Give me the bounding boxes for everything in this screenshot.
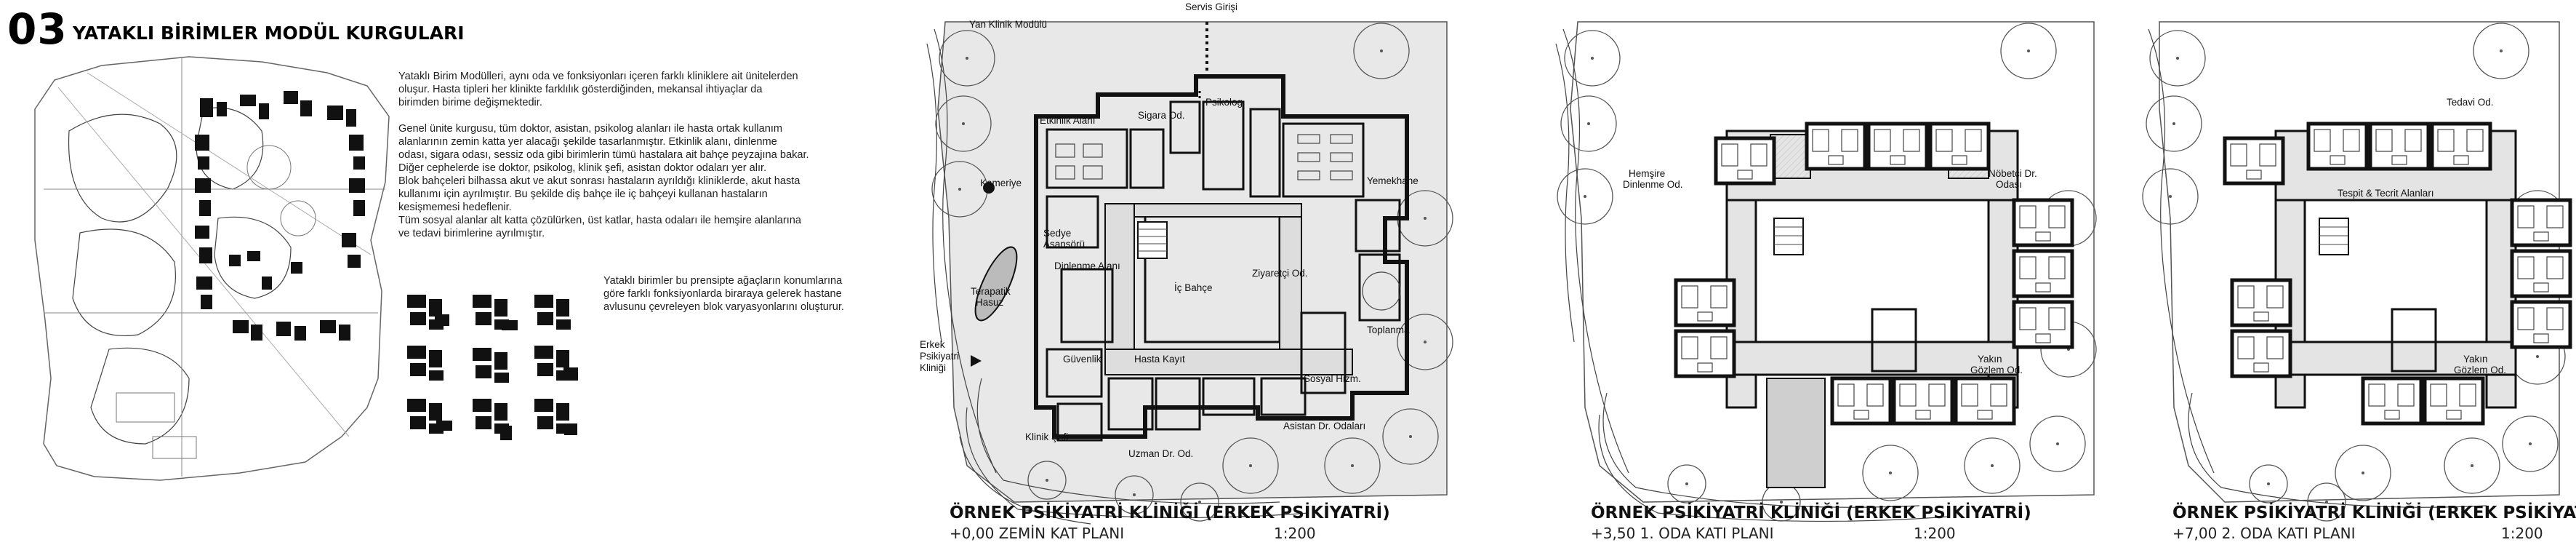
plan-ground-floor: Yan Klinik Modülü Servis Girişi Etkinlik… bbox=[920, 1, 1453, 542]
plan-second-floor: Tedavi Od. Tespit & Tecrit Alanları Yakı… bbox=[2142, 21, 2576, 542]
activity-room bbox=[1046, 128, 1128, 189]
label-dinlenme: Dinlenme Alanı bbox=[1054, 260, 1120, 271]
label-klinik-sefi: Klinik Şefi bbox=[1025, 431, 1068, 442]
label-uzman: Uzman Dr. Od. bbox=[1128, 448, 1193, 459]
label-sedye-2: Asansörü bbox=[1043, 239, 1085, 250]
label-hemsire-2: Dinlenme Od. bbox=[1623, 179, 1683, 190]
intro-text: Yataklı Birim Modülleri, aynı oda ve fon… bbox=[398, 71, 809, 239]
label-terapatik-1: Terapatik bbox=[971, 286, 1011, 297]
intro-line: kesişmemesi hedeflenir. bbox=[398, 202, 512, 213]
block-variations bbox=[407, 295, 578, 440]
label-kameriye: Kameriye bbox=[980, 178, 1022, 188]
label-yakin-2: Gözlem Od. bbox=[2454, 365, 2506, 375]
intro-line: odası, sigara odası, sessiz oda gibi bir… bbox=[398, 149, 809, 161]
plan2-title: ÖRNEK PSİKİYATRİ KLİNİĞİ (ERKEK PSİKİYAT… bbox=[1591, 502, 2031, 522]
plan2-level: +3,50 1. ODA KATI PLANI bbox=[1591, 525, 1773, 542]
intro-line: Tüm sosyal alanlar alt katta çözülürken,… bbox=[398, 215, 802, 226]
label-nobetci-2: Odası bbox=[1996, 179, 2022, 190]
plan1-scale: 1:200 bbox=[1274, 525, 1316, 542]
intro-line: oluşur. Hasta tipleri her klinikte farkl… bbox=[398, 84, 763, 95]
plan-first-floor: Hemşire Dinlenme Od. Nöbetçi Dr. Odası Y… bbox=[1555, 21, 2097, 542]
plan1-title: ÖRNEK PSİKİYATRİ KLİNİĞİ (ERKEK PSİKİYAT… bbox=[950, 502, 1390, 522]
site-plan bbox=[34, 56, 390, 481]
label-ic-bahce: İç Bahçe bbox=[1174, 282, 1213, 293]
label-sigara: Sigara Od. bbox=[1138, 110, 1185, 121]
label-toplanma: Toplanma bbox=[1367, 325, 1410, 335]
intro-line: Diğer cephelerde ise doktor, psikolog, k… bbox=[398, 162, 766, 174]
label-yakin-2: Gözlem Od. bbox=[1970, 365, 2023, 375]
label-hemsire-1: Hemşire bbox=[1629, 168, 1665, 179]
plan3-level: +7,00 2. ODA KATI PLANI bbox=[2172, 525, 2355, 542]
label-yan-klinik: Yan Klinik Modülü bbox=[969, 19, 1047, 30]
label-hasta-kayit: Hasta Kayıt bbox=[1134, 354, 1185, 365]
intro-line: Yataklı Birim Modülleri, aynı oda ve fon… bbox=[398, 71, 798, 82]
module-line: avlusunu çevreleyen blok varyasyonlarını… bbox=[603, 301, 844, 313]
label-sosyal: Sosyal Hizm. bbox=[1304, 373, 1361, 384]
label-yakin-1: Yakın bbox=[1978, 354, 2002, 365]
label-yemekhane: Yemekhane bbox=[1367, 175, 1419, 186]
label-etkinlik: Etkinlik Alanı bbox=[1040, 115, 1096, 126]
dining-tables bbox=[1297, 134, 1353, 180]
label-erkek-1: Erkek bbox=[920, 339, 945, 350]
stairs bbox=[1137, 221, 1168, 259]
label-terapatik-2: Hasuz bbox=[976, 297, 1004, 308]
section-number: 03 bbox=[7, 4, 68, 54]
module-line: Yataklı birimler bu prensipte ağaçların … bbox=[603, 275, 843, 287]
label-erkek-3: Kliniği bbox=[920, 362, 946, 373]
label-tedavi: Tedavi Od. bbox=[2447, 97, 2494, 108]
intro-line: birimden birime değişmektedir. bbox=[398, 97, 542, 108]
plan2-scale: 1:200 bbox=[1914, 525, 1956, 542]
module-text: Yataklı birimler bu prensipte ağaçların … bbox=[603, 275, 844, 313]
plan3-scale: 1:200 bbox=[2501, 525, 2543, 542]
sheet-header: 03 YATAKLI BİRİMLER MODÜL KURGULARI bbox=[7, 4, 465, 54]
plan1-level: +0,00 ZEMİN KAT PLANI bbox=[950, 525, 1124, 542]
label-erkek-2: Psikiyatri bbox=[920, 351, 959, 362]
module-line: göre farklı fonksiyonlarda biraraya gele… bbox=[603, 288, 842, 300]
label-guvenlik: Güvenlik bbox=[1063, 354, 1102, 365]
label-ziyaretci: Ziyaretçi Od. bbox=[1252, 268, 1308, 279]
intro-line: alanlarının zemin katta yer alacağı şeki… bbox=[398, 136, 777, 148]
intro-line: ve tedavi birimlerine ayrılmıştır. bbox=[398, 228, 545, 239]
intro-line: Blok bahçeleri bilhassa akut ve akut son… bbox=[398, 175, 801, 187]
section-title: YATAKLI BİRİMLER MODÜL KURGULARI bbox=[72, 22, 465, 44]
label-nobetci-1: Nöbetçi Dr. bbox=[1989, 168, 2037, 179]
intro-line: Genel ünite kurgusu, tüm doktor, asistan… bbox=[398, 123, 782, 135]
label-psikolog: Psikolog bbox=[1205, 97, 1243, 108]
intro-line: kullanımı için ayrılmıştır. Bu şekilde d… bbox=[398, 188, 768, 200]
label-sedye-1: Sedye bbox=[1043, 228, 1071, 239]
label-yakin-1: Yakın bbox=[2463, 354, 2488, 365]
label-asistan: Asistan Dr. Odaları bbox=[1283, 421, 1365, 431]
plan3-title: ÖRNEK PSİKİYATRİ KLİNİĞİ (ERKEK PSİKİYAT… bbox=[2172, 502, 2576, 522]
label-servis: Servis Girişi bbox=[1185, 1, 1237, 12]
label-tespit: Tespit & Tecrit Alanları bbox=[2338, 188, 2434, 199]
